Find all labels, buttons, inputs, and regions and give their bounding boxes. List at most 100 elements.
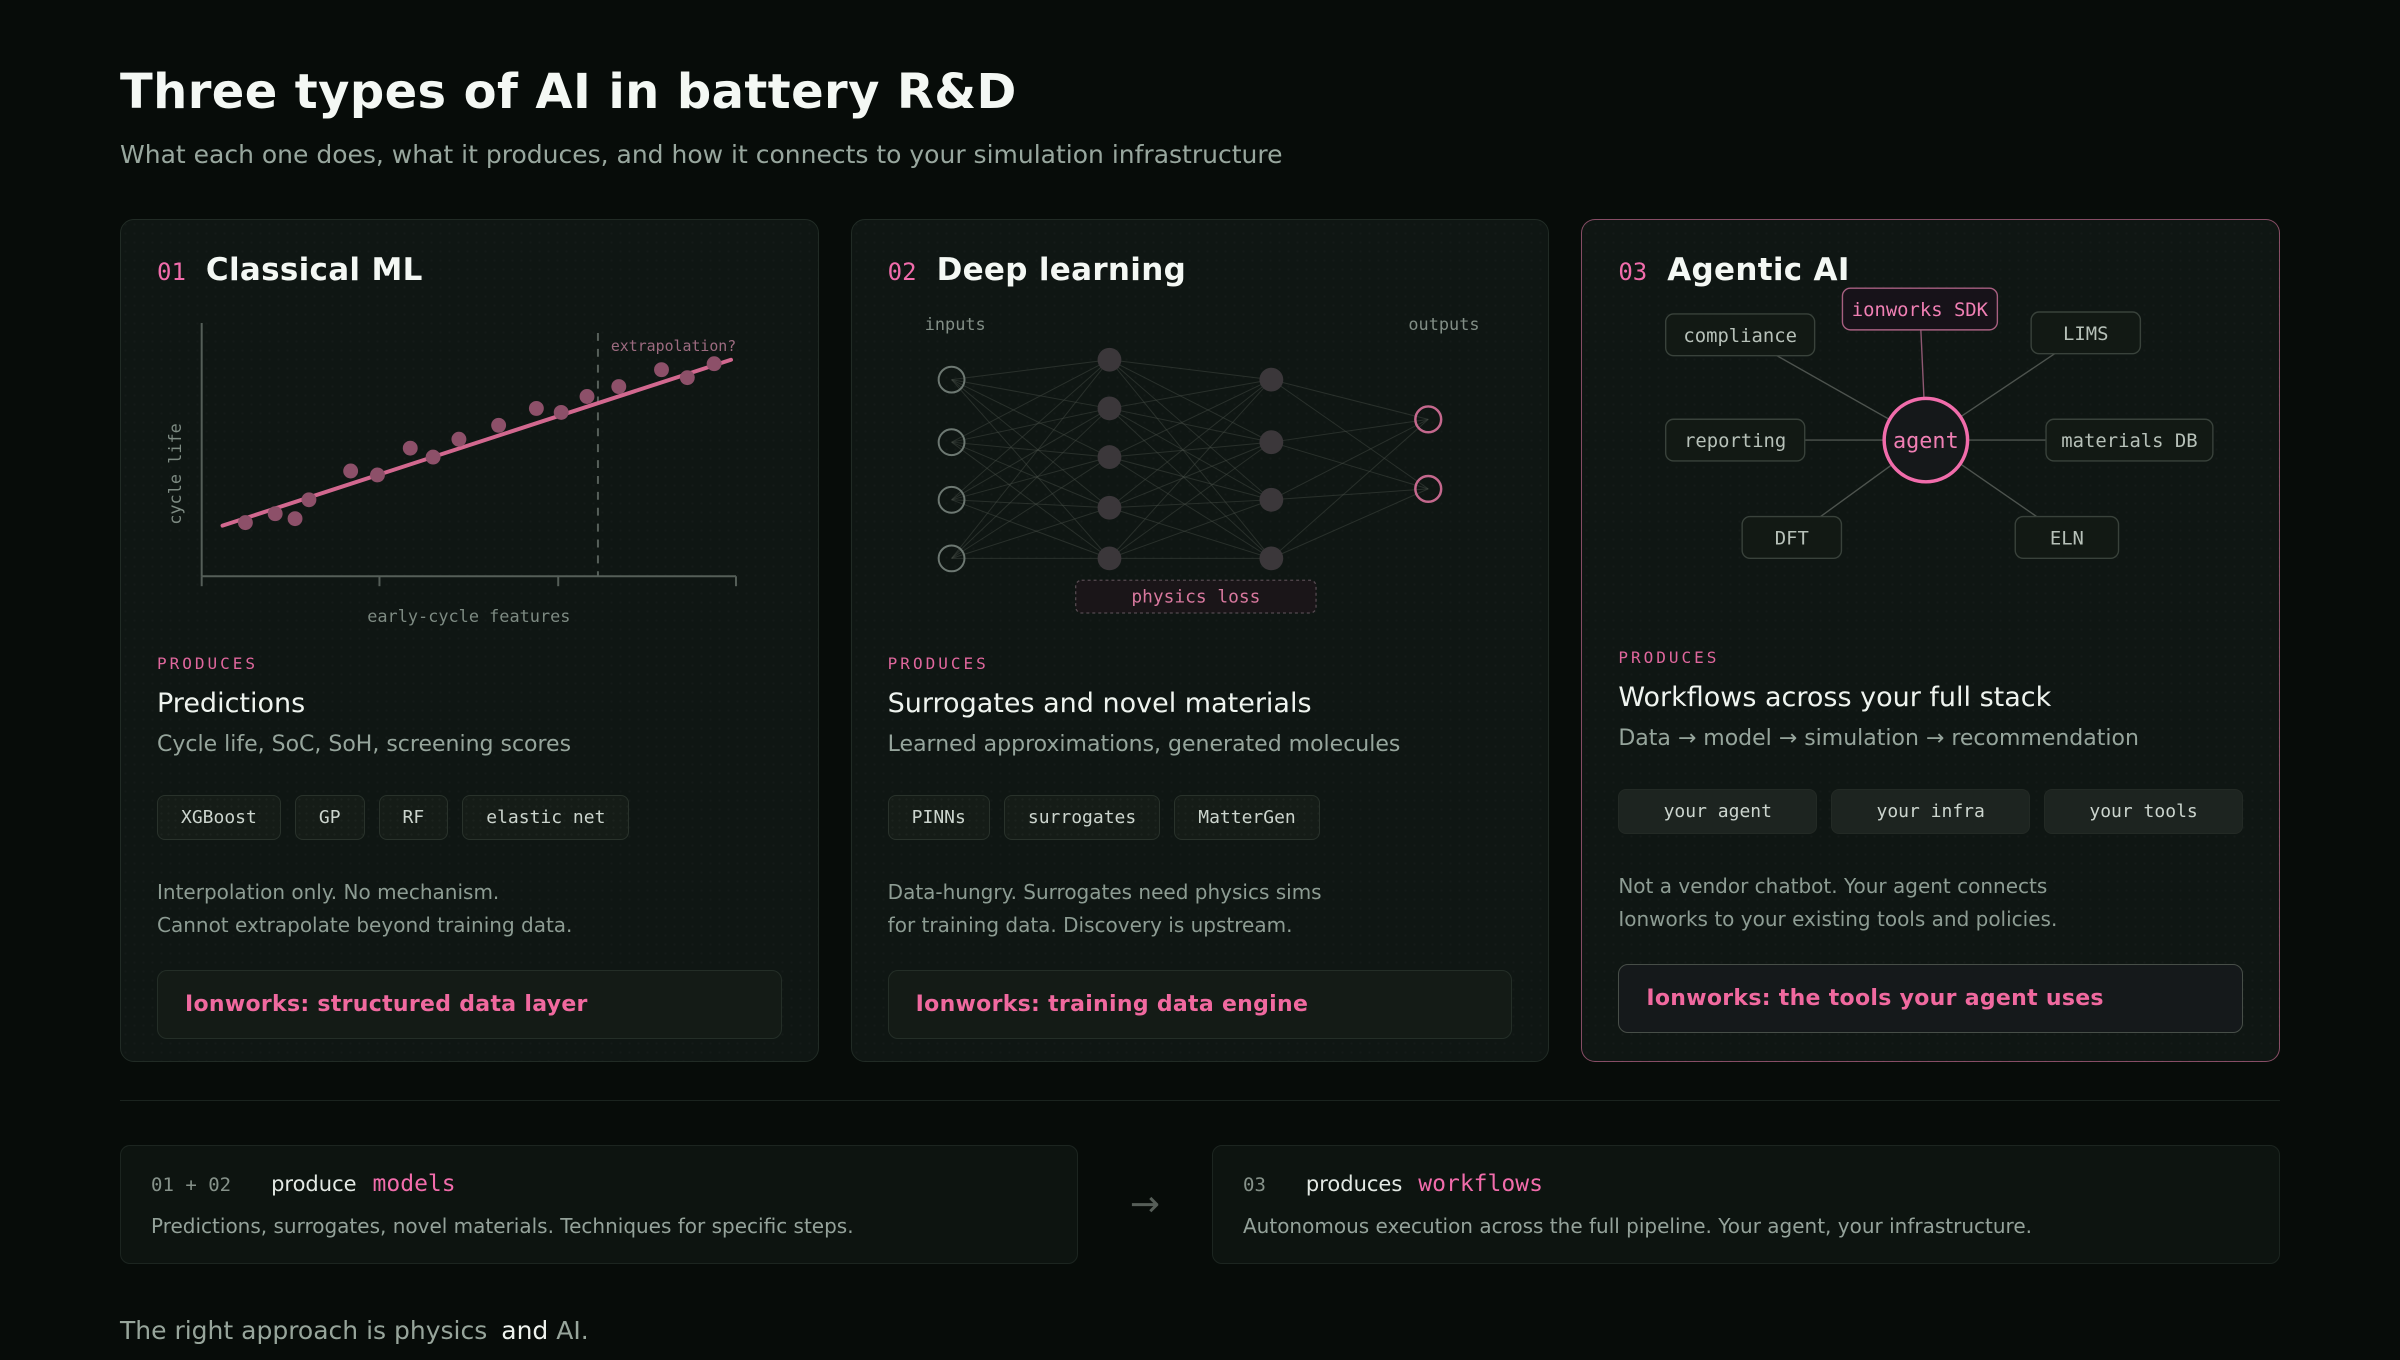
nn-edge	[951, 507, 1110, 559]
scatter-point	[301, 492, 317, 508]
summary-object: workflows	[1418, 1171, 1543, 1197]
card-header: 02 Deep learning	[888, 252, 1513, 298]
page-subtitle: What each one does, what it produces, an…	[120, 140, 1283, 169]
hub-node-label: compliance	[1684, 325, 1798, 347]
nn-edge	[1270, 379, 1429, 490]
hub-node-label: reporting	[1684, 430, 1786, 452]
produces-subtitle: Data → model → simulation → recommendati…	[1618, 726, 2139, 751]
hub-node-label: ELN	[2050, 527, 2084, 549]
inputs-label: inputs	[924, 314, 985, 334]
agent-hub-diagram: compliance ionworks SDK LIMS reporting mater…	[1618, 282, 2243, 630]
nn-hidden-node	[1259, 367, 1283, 392]
summary-ids: 03	[1243, 1174, 1266, 1196]
page-header: Three types of AI in battery R&D What ea…	[120, 64, 2280, 169]
produces-label: PRODUCES	[887, 654, 989, 673]
summary-headline: 03 produces workflows	[1243, 1171, 2249, 1197]
produces-label: PRODUCES	[1618, 648, 1720, 667]
nn-edge	[951, 456, 1110, 501]
nn-edge	[1108, 359, 1272, 559]
nn-edge	[950, 379, 1110, 559]
ionworks-callout-text: Ionworks: training data engine	[915, 992, 1309, 1017]
nn-edge	[950, 379, 1110, 509]
nn-edge	[1109, 359, 1272, 381]
summary-workflows-box: 03 produces workflows Autonomous executi…	[1212, 1145, 2280, 1264]
outputs-label: outputs	[1408, 314, 1479, 334]
extrapolation-annotation: extrapolation?	[611, 337, 736, 355]
tag-chip: XGBoost	[157, 795, 281, 840]
summary-description: Autonomous execution across the full pip…	[1243, 1214, 2032, 1238]
summary-object: models	[372, 1171, 456, 1197]
nn-input-node	[937, 365, 966, 394]
tag-chip: elastic net	[462, 795, 630, 840]
nn-edge	[1108, 359, 1272, 501]
nn-edge	[951, 379, 1110, 458]
scatter-point	[706, 356, 722, 372]
nn-edge	[951, 407, 1110, 443]
hub-node-reporting	[1665, 418, 1806, 462]
nn-edge	[951, 359, 1110, 381]
tag-chip: surrogates	[1003, 795, 1161, 840]
closing-suffix: AI.	[556, 1316, 589, 1345]
nn-hidden-node	[1097, 445, 1122, 470]
nn-hidden-node	[1097, 495, 1122, 520]
nn-edge	[951, 499, 1110, 509]
closing-emphasis: and	[501, 1316, 549, 1345]
ionworks-callout-text: Ionworks: the tools your agent uses	[1646, 986, 2104, 1011]
summary-description: Predictions, surrogates, novel materials…	[151, 1214, 854, 1238]
produces-subtitle: Cycle life, SoC, SoH, screening scores	[157, 732, 572, 757]
trend-line	[220, 357, 734, 528]
nn-hidden-node	[1097, 347, 1122, 372]
hub-node-dft	[1741, 515, 1843, 559]
card-number: 02	[887, 258, 917, 286]
nn-output-node	[1413, 405, 1443, 434]
nn-edge	[1109, 456, 1272, 501]
hub-node-label: LIMS	[2063, 323, 2108, 345]
summary-row: 01 + 02 produce models Predictions, surr…	[120, 1145, 2280, 1264]
nn-edge	[1108, 408, 1272, 559]
summary-ids: 01 + 02	[151, 1174, 232, 1196]
scatter-point	[528, 400, 544, 416]
produces-title: Workflows across your full stack	[1618, 682, 2052, 713]
nn-edge	[951, 441, 1110, 509]
nn-input-node	[937, 544, 966, 573]
nn-hidden-node	[1259, 487, 1283, 512]
card-header: 01 Classical ML	[157, 252, 782, 298]
card-title: Classical ML	[205, 252, 423, 288]
nn-edge	[1108, 379, 1272, 559]
card-classical-ml: 01 Classical ML extrapolation?cycle life…	[120, 219, 819, 1062]
hub-node-label: ionworks SDK	[1852, 299, 1989, 321]
scatter-point	[579, 389, 595, 404]
hub-node-label: materials DB	[2062, 430, 2198, 452]
produces-title: Predictions	[157, 688, 306, 719]
summary-verb: produces	[1305, 1172, 1403, 1196]
nn-edge	[951, 359, 1110, 443]
nn-edge	[1108, 379, 1272, 509]
nn-input-node	[937, 485, 966, 514]
nn-edge	[1109, 379, 1272, 409]
hub-node-label: DFT	[1775, 527, 1809, 549]
caveat-line: Interpolation only. No mechanism.	[157, 880, 500, 904]
nn-edge	[950, 407, 1110, 501]
caveat-line: Data-hungry. Surrogates need physics sim…	[887, 880, 1322, 904]
scatter-point	[451, 431, 467, 447]
nn-edge	[1108, 441, 1272, 559]
x-axis-label: early-cycle features	[367, 606, 570, 626]
caveat-text: Not a vendor chatbot. Your agent connect…	[1618, 870, 2243, 936]
scatter-point	[425, 449, 441, 465]
closing-prefix: The right approach is physics	[120, 1316, 488, 1345]
nn-edge	[1108, 499, 1272, 559]
nn-edge	[1109, 499, 1272, 509]
nn-edge	[951, 379, 1110, 409]
summary-headline: 01 + 02 produce models	[151, 1171, 1047, 1197]
nn-edge	[1108, 441, 1272, 509]
summary-verb: produce	[271, 1172, 357, 1196]
produces-title: Surrogates and novel materials	[887, 688, 1312, 719]
nn-hidden-node	[1097, 396, 1122, 421]
nn-edge	[950, 456, 1110, 559]
hub-node-ionworks-sdk	[1842, 287, 1999, 331]
